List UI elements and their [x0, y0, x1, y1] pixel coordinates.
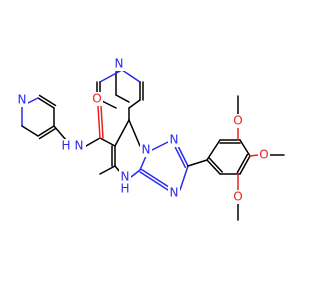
atom-n-ring-2: N [170, 133, 179, 147]
bond-amide-o [97, 105, 101, 139]
halo [168, 133, 180, 147]
structure-drawing: N N N H O N N N N H O [16, 57, 285, 221]
atom-n-ring-1: N [142, 143, 151, 157]
bond-ring [128, 119, 141, 147]
bond-py4 [115, 94, 130, 103]
bond-aryl [187, 159, 208, 167]
atom-h-ring-nh: H [120, 182, 129, 196]
atom-n-pyridine-top: N [115, 57, 124, 71]
bond-triazole [140, 168, 171, 189]
bond-py4 [121, 69, 141, 83]
bond-py3 [38, 94, 57, 107]
atom-n-ring-nh: N [121, 170, 130, 184]
molecule-diagram: N N N H O N N N N H O [16, 56, 285, 221]
bond-triazole [179, 165, 189, 191]
bond-py3 [37, 125, 55, 137]
halo [16, 93, 28, 107]
bond-py3 [38, 127, 57, 140]
bond-aryl [206, 159, 221, 175]
bond-triazole [174, 146, 187, 169]
bond-aryl [206, 139, 221, 161]
bond-triazole [139, 171, 169, 191]
bond-aryl [239, 139, 251, 157]
bond-layer [21, 69, 285, 221]
bond-py3 [37, 97, 55, 109]
bond-py3-nh [53, 125, 67, 141]
halo [140, 143, 152, 157]
halo [232, 190, 244, 204]
bond-py4 [99, 69, 123, 83]
bond-ring [130, 169, 141, 178]
atom-o-methoxy-mid: O [259, 148, 268, 162]
bond-triazole [177, 145, 189, 167]
bond-methyl [99, 165, 116, 175]
bond-amide-o [100, 105, 104, 139]
bond-amide-c [99, 137, 116, 147]
atom-n-ring-3: N [170, 186, 179, 200]
bond-aryl [236, 153, 249, 174]
bond-aryl [239, 155, 251, 175]
bond-py3 [21, 125, 39, 137]
halo [258, 148, 270, 162]
atom-n-amide: N [75, 139, 84, 153]
halo [168, 186, 180, 200]
bond-ring [139, 155, 147, 171]
halo [113, 57, 125, 71]
bond-amide-n [85, 137, 101, 147]
atom-label-layer: N N N H O N N N N H O [16, 57, 270, 204]
halo [60, 139, 86, 153]
bond-py4 [128, 99, 141, 109]
bond-py3 [27, 97, 39, 104]
halo [232, 114, 244, 128]
atom-h-amide: H [61, 139, 70, 153]
atom-o-methoxy-bottom: O [233, 190, 242, 204]
halo [91, 92, 103, 106]
bond-aryl [208, 157, 223, 173]
atom-o-amide: O [92, 92, 101, 106]
halo [119, 170, 131, 196]
atom-n-pyridine-left: N [18, 93, 27, 107]
bond-ring [114, 119, 130, 147]
atom-o-methoxy-top: O [233, 114, 242, 128]
bond-triazole [151, 141, 169, 151]
bond-ome [249, 154, 259, 157]
